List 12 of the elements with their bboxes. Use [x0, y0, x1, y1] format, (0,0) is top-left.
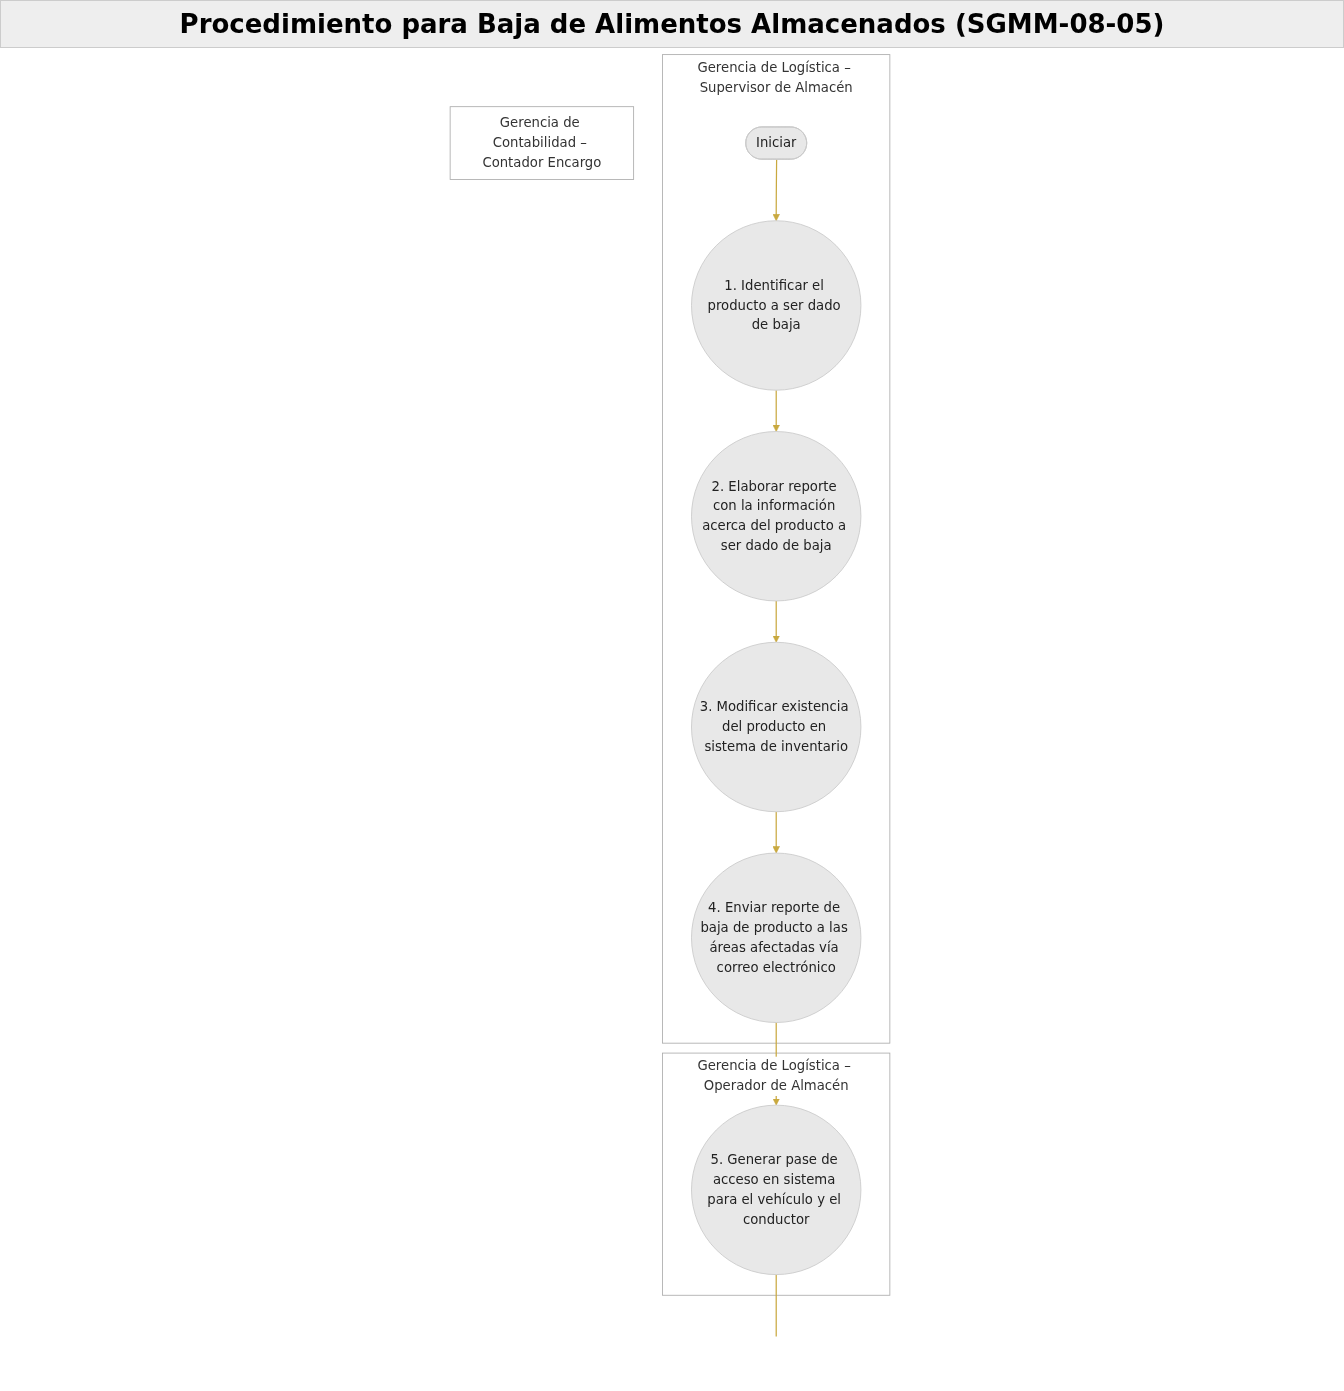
node-box: Gerencia de Contabilidad – Contador Encargo [449, 106, 635, 180]
node-circle: 5. Generar pase de acceso en sistema para el vehículo y el conductor [691, 1104, 862, 1275]
diagram-title: Procedimiento para Baja de Alimentos Almacenados (SGMM-08-05) [0, 0, 1344, 48]
node-circle: 3. Modificar existencia del producto en sistema de inventario [691, 641, 862, 813]
node-circle: 1. Identificar el producto a ser dado de baja [691, 220, 862, 391]
arrow [772, 158, 780, 222]
arrow [772, 389, 780, 432]
arrow [772, 600, 780, 643]
connector [775, 1274, 777, 1338]
arrow [772, 811, 780, 854]
node-circle: 4. Enviar reporte de baja de producto a las áreas afectadas vía correo electrónico [691, 852, 862, 1023]
node-circle: 2. Elaborar reporte con la información acerca del producto a ser dado de baja [691, 431, 862, 602]
